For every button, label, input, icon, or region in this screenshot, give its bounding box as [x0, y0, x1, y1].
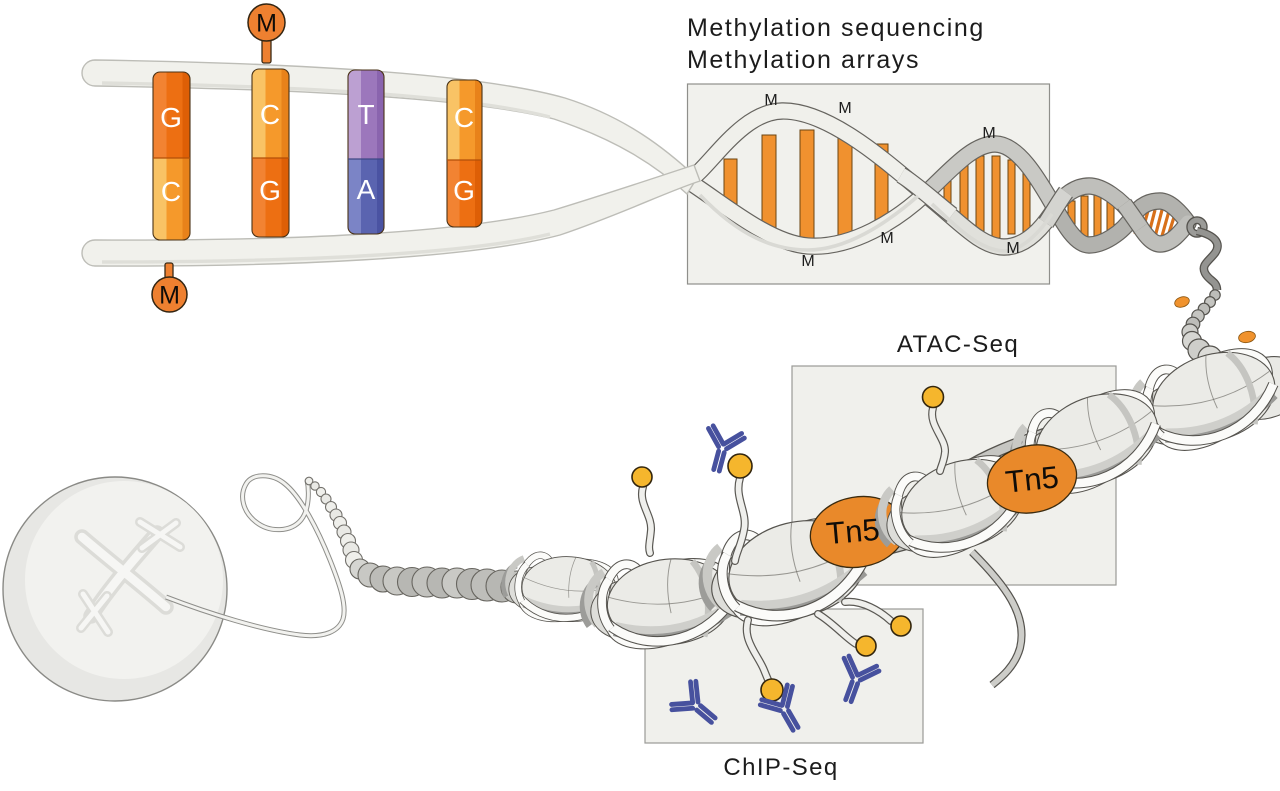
- svg-text:C: C: [161, 176, 181, 207]
- svg-text:A: A: [357, 174, 376, 205]
- svg-text:Tn5: Tn5: [825, 512, 881, 552]
- svg-text:M: M: [764, 92, 777, 109]
- svg-text:ChIP-Seq: ChIP-Seq: [723, 754, 838, 781]
- svg-text:Methylation sequencing: Methylation sequencing: [687, 14, 985, 42]
- svg-text:Methylation arrays: Methylation arrays: [687, 46, 920, 74]
- svg-text:M: M: [1006, 240, 1019, 257]
- svg-text:M: M: [880, 230, 893, 247]
- svg-text:M: M: [801, 253, 814, 270]
- svg-text:C: C: [454, 102, 474, 133]
- svg-text:M: M: [159, 282, 180, 310]
- svg-text:G: G: [160, 102, 182, 133]
- svg-text:ATAC-Seq: ATAC-Seq: [897, 331, 1019, 358]
- svg-text:C: C: [260, 99, 280, 130]
- svg-text:Tn5: Tn5: [1004, 459, 1061, 499]
- svg-text:G: G: [453, 175, 475, 206]
- svg-text:T: T: [357, 99, 374, 130]
- svg-text:M: M: [838, 100, 851, 117]
- svg-text:M: M: [982, 125, 995, 142]
- svg-text:M: M: [256, 10, 277, 38]
- svg-text:G: G: [259, 175, 281, 206]
